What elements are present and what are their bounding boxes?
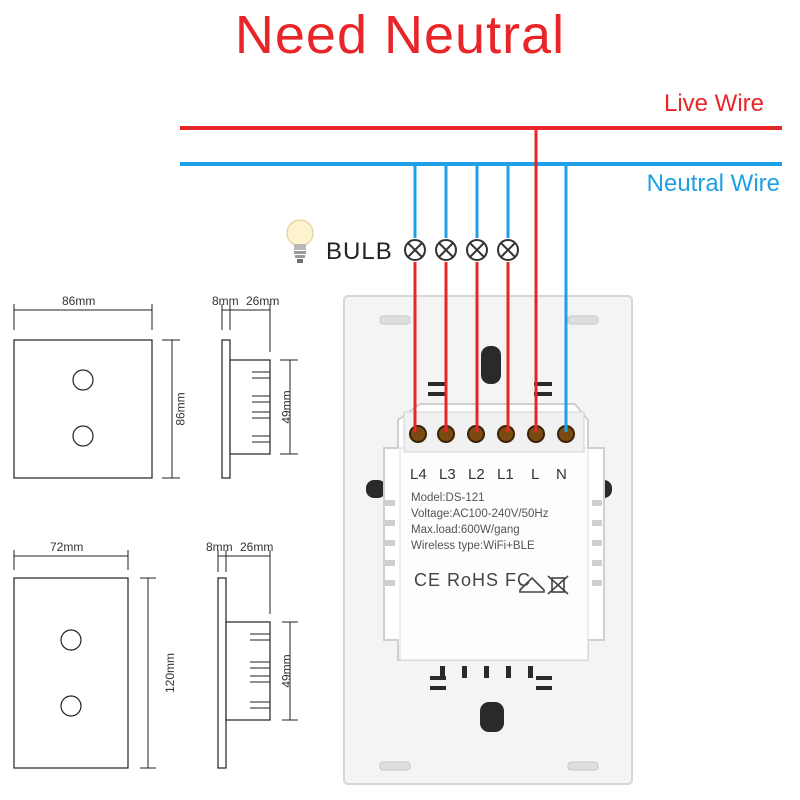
square-width-label: 86mm (62, 294, 96, 308)
certification-marks: CE RoHS FC (414, 570, 532, 590)
rect-depth-label: 26mm (240, 540, 274, 554)
square-panel-front (13, 339, 153, 479)
crossed-bin-icon (547, 575, 569, 595)
mount-hole-bottom (480, 702, 504, 732)
light-bulb-icon (286, 219, 314, 263)
terminal-label-l: L (531, 466, 540, 483)
rect-height-label: 120mm (163, 652, 178, 694)
terminal-block (403, 411, 585, 453)
square-height-label: 86mm (173, 392, 188, 426)
square-box-label: 49mm (279, 390, 294, 424)
house-recycle-icon (519, 576, 545, 593)
mount-hole-left (366, 480, 386, 498)
terminal-label-l1: L1 (497, 466, 514, 483)
spec-wireless: Wireless type:WiFi+BLE (411, 540, 535, 552)
live-wire-label: Live Wire (663, 90, 764, 117)
square-depth-label: 26mm (246, 294, 280, 308)
page-title: Need Neutral (234, 5, 566, 65)
terminal-label-n: N (556, 466, 567, 483)
neutral-wire-label: Neutral Wire (646, 170, 780, 197)
rect-box-label: 49mm (279, 654, 294, 688)
spec-voltage: Voltage:AC100-240V/50Hz (411, 508, 549, 520)
rect-front-label: 8mm (206, 540, 233, 554)
terminal-screws (409, 425, 575, 443)
terminal-label-l4: L4 (410, 466, 427, 483)
rect-width-label: 72mm (50, 540, 84, 554)
spec-max-load: Max.load:600W/gang (411, 524, 520, 536)
spec-model: Model:DS-121 (411, 492, 485, 504)
terminal-label-l3: L3 (439, 466, 456, 483)
terminal-label-l2: L2 (468, 466, 485, 483)
bulb-label: BULB (326, 238, 393, 265)
rect-panel-front (13, 577, 129, 769)
square-front-label: 8mm (212, 294, 239, 308)
mount-hole-top (481, 346, 501, 384)
